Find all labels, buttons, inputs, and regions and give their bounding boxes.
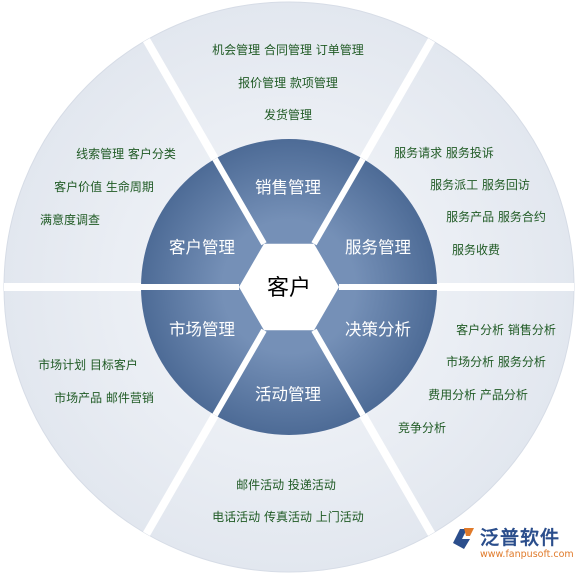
inner-separators: [141, 157, 437, 417]
customer-item-line: 满意度调查: [40, 212, 100, 227]
outer-separator: [143, 38, 219, 161]
service-item-line: 服务派工 服务回访: [430, 177, 530, 192]
segment-label-decision: 决策分析: [345, 320, 411, 339]
decision-item-line: 市场分析 服务分析: [446, 354, 546, 369]
center-hexagon: [239, 243, 339, 331]
outer-separator: [359, 413, 435, 536]
brand-mark-icon: [453, 528, 474, 549]
center-label: 客户: [267, 276, 311, 301]
outer-separator: [359, 38, 435, 161]
market-item-line: 市场产品 邮件营销: [54, 390, 154, 405]
brand-logo: 泛普软件 www.fanpusoft.com: [450, 521, 574, 565]
segment-label-service: 服务管理: [345, 238, 411, 257]
outer-separator: [143, 413, 219, 536]
segment-label-sales: 销售管理: [255, 178, 321, 197]
sales-item-line: 发货管理: [264, 107, 312, 122]
sales-item-line: 报价管理 款项管理: [238, 75, 338, 90]
brand-url: www.fanpusoft.com: [480, 549, 574, 560]
segment-label-market: 市场管理: [169, 320, 235, 339]
customer-item-line: 线索管理 客户分类: [76, 146, 176, 161]
inner-separator: [212, 328, 267, 417]
outer-separators: [4, 38, 574, 536]
inner-separator: [212, 157, 267, 246]
customer-item-line: 客户价值 生命周期: [54, 179, 154, 194]
activity-item-line: 邮件活动 投递活动: [236, 477, 336, 492]
inner-separator: [311, 157, 366, 246]
service-item-line: 服务产品 服务合约: [446, 209, 546, 224]
service-item-line: 服务收费: [452, 242, 500, 257]
service-item-line: 服务请求 服务投诉: [394, 145, 494, 160]
activity-item-line: 电话活动 传真活动 上门活动: [212, 509, 364, 524]
decision-item-line: 竞争分析: [398, 421, 446, 435]
decision-item-line: 客户分析 销售分析: [456, 322, 556, 337]
sales-item-line: 机会管理 合同管理 订单管理: [212, 42, 364, 57]
segment-label-activity: 活动管理: [255, 385, 321, 404]
decision-item-line: 费用分析 产品分析: [428, 388, 528, 402]
segment-label-customer: 客户管理: [169, 238, 235, 257]
market-item-line: 市场计划 目标客户: [38, 357, 138, 372]
inner-separator: [311, 328, 366, 417]
brand-name: 泛普软件: [480, 527, 561, 549]
